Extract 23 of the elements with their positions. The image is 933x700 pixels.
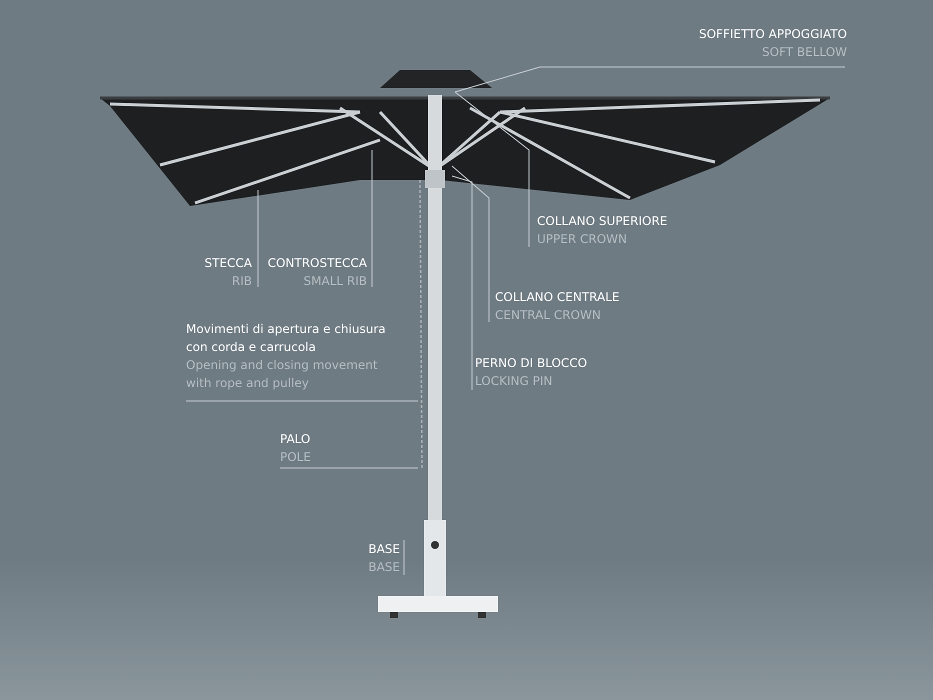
translation-label: SMALL RIB [302,273,367,290]
part-label: CONTROSTECCA [266,255,367,272]
translation-label: SOFT BELLOW [761,44,847,61]
translation-label: LOCKING PIN [475,373,554,390]
leader-line [186,400,418,402]
part-label: Movimenti di apertura e chiusura con corda e carrucola [186,321,387,356]
part-label: BASE [367,541,400,558]
translation-label: UPPER CROWN [537,231,628,248]
part-label: COLLANO CENTRALE [495,289,621,306]
part-label: PALO [280,431,312,448]
translation-label: CENTRAL CROWN [495,307,602,324]
leader-line [454,66,846,92]
leader-line [452,166,490,322]
part-label: SOFFIETTO APPOGGIATO [698,26,847,43]
leader-line [452,176,472,390]
part-label: COLLANO SUPERIORE [537,213,668,230]
translation-label: Opening and closing movement with rope and pulley [186,357,379,392]
part-label: STECCA [204,255,252,272]
translation-label: BASE [367,559,400,576]
translation-label: POLE [280,449,312,466]
translation-label: RIB [230,273,252,290]
leader-line [454,92,530,248]
part-label: PERNO DI BLOCCO [475,355,588,372]
